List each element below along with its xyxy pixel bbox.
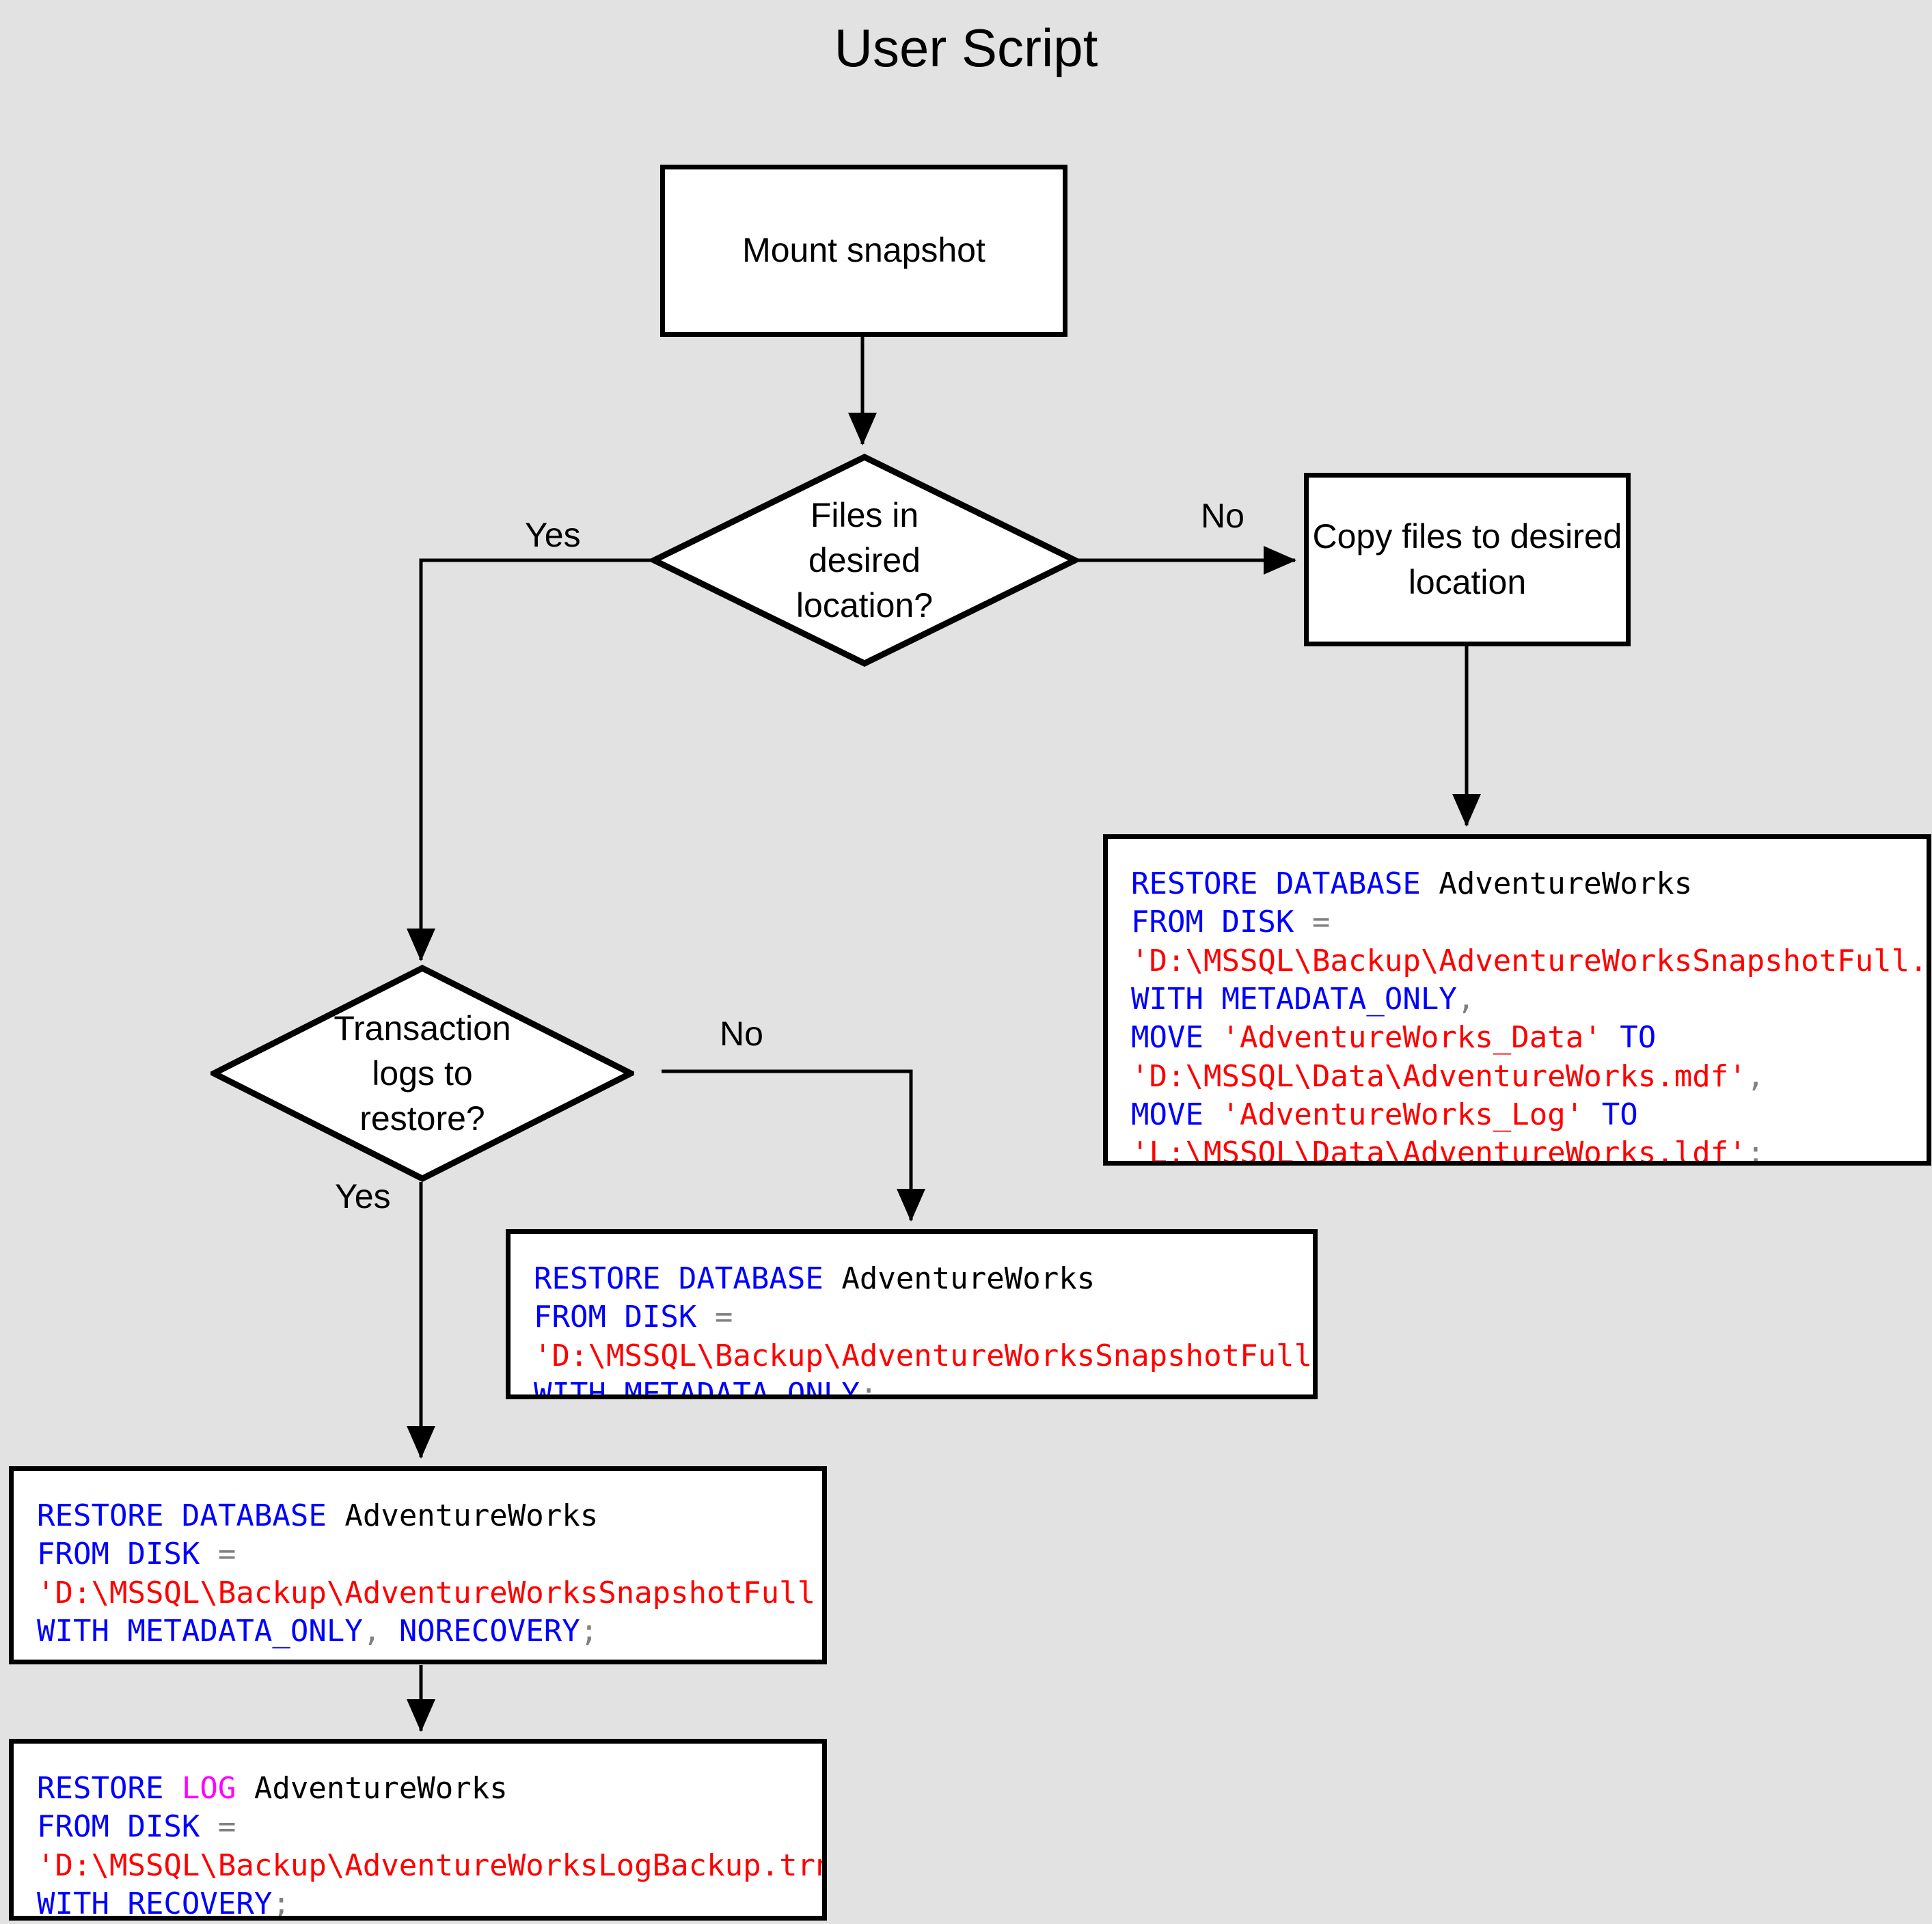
node-copy-files[interactable]: Copy files to desired location	[1304, 473, 1631, 646]
code-token: =	[714, 1300, 733, 1335]
page-title: User Script	[834, 18, 1098, 78]
node-files-in-location[interactable]: Files in desired location?	[651, 454, 1078, 667]
edge-files-yes	[406, 558, 651, 962]
edge-label-logs-yes: Yes	[335, 1177, 391, 1215]
code-line: RESTORE DATABASE AdventureWorks	[37, 1497, 822, 1535]
code-line: WITH RECOVERY;	[37, 1885, 822, 1921]
code-token: RESTORE	[37, 1771, 182, 1806]
code-token: FROM DISK	[37, 1809, 218, 1845]
code-line: 'D:\MSSQL\Backup\AdventureWorksSnapshotF…	[534, 1337, 1313, 1375]
code-token: RESTORE DATABASE	[1131, 866, 1439, 901]
code-token: 'D:\MSSQL\Backup\AdventureWorksLogBackup…	[37, 1847, 827, 1883]
edge-label-files-no: No	[1201, 497, 1244, 535]
code-token: ;	[580, 1613, 599, 1649]
code-line: 'D:\MSSQL\Backup\AdventureWorksLogBackup…	[37, 1847, 822, 1885]
code-line: FROM DISK =	[37, 1808, 822, 1846]
node-files-in-location-label: Files in desired location?	[795, 496, 934, 624]
code-line: 'D:\MSSQL\Backup\AdventureWorksSnapshotF…	[1131, 942, 1927, 980]
node-mount-snapshot[interactable]: Mount snapshot	[660, 165, 1067, 337]
code-line: 'D:\MSSQL\Backup\AdventureWorksSnapshotF…	[37, 1574, 822, 1612]
code-line: WITH METADATA_ONLY;	[534, 1375, 1313, 1399]
edge-label-files-yes: Yes	[525, 516, 581, 554]
node-mount-snapshot-label: Mount snapshot	[742, 231, 985, 270]
code-token: =	[217, 1809, 236, 1845]
code-token: ;	[272, 1886, 290, 1921]
decision-shape	[210, 965, 634, 1182]
code-token: TO	[1583, 1097, 1638, 1132]
code-token: FROM DISK	[37, 1537, 218, 1572]
code-token: ;	[1746, 1136, 1765, 1166]
code-token: NORECOVERY	[381, 1613, 580, 1649]
code-line: WITH METADATA_ONLY, NORECOVERY;	[37, 1612, 822, 1651]
code-token: 'AdventureWorks_Data'	[1221, 1020, 1602, 1056]
code-token: 'D:\MSSQL\Backup\AdventureWorksSnapshotF…	[37, 1575, 827, 1610]
code-token: RESTORE DATABASE	[37, 1498, 345, 1533]
code-line: RESTORE DATABASE AdventureWorks	[534, 1260, 1313, 1298]
code-token: AdventureWorks	[1439, 866, 1693, 901]
code-line: FROM DISK =	[534, 1298, 1313, 1336]
code-token: 'L:\MSSQL\Data\AdventureWorks.ldf'	[1131, 1136, 1747, 1166]
code-token: 'AdventureWorks_Log'	[1221, 1097, 1584, 1132]
code-token: =	[1311, 905, 1331, 940]
code-token: 'D:\MSSQL\Backup\AdventureWorksSnapshotF…	[534, 1338, 1318, 1373]
code-line: MOVE 'AdventureWorks_Data' TO	[1131, 1019, 1927, 1057]
code-line: MOVE 'AdventureWorks_Log' TO	[1131, 1096, 1927, 1134]
decision-shape	[651, 454, 1078, 667]
node-transaction-logs[interactable]: Transaction logs to restore?	[210, 965, 634, 1182]
code-line: RESTORE DATABASE AdventureWorks	[1131, 865, 1927, 903]
code-token: LOG	[181, 1771, 236, 1806]
code-line: RESTORE LOG AdventureWorks	[37, 1770, 822, 1808]
code-line: WITH METADATA_ONLY,	[1131, 980, 1927, 1019]
code-token: WITH RECOVERY	[37, 1886, 273, 1921]
code-token: =	[217, 1537, 236, 1572]
code-token: AdventureWorks	[236, 1771, 508, 1806]
code-token: ,	[1746, 1058, 1765, 1094]
code-token: WITH METADATA_ONLY	[1131, 981, 1457, 1017]
code-token: TO	[1601, 1020, 1657, 1056]
code-line: FROM DISK =	[37, 1535, 822, 1573]
code-token: FROM DISK	[1131, 905, 1312, 940]
code-token: ,	[1456, 981, 1475, 1017]
code-token: MOVE	[1131, 1020, 1222, 1056]
code-token: AdventureWorks	[841, 1261, 1096, 1296]
code-token: FROM DISK	[534, 1300, 715, 1335]
code-token: ;	[859, 1376, 878, 1399]
code-line: FROM DISK =	[1131, 903, 1927, 942]
edge-logs-no	[662, 1069, 925, 1222]
code-token: RESTORE DATABASE	[534, 1261, 842, 1296]
code-line: 'L:\MSSQL\Data\AdventureWorks.ldf';	[1131, 1134, 1927, 1166]
code-token: WITH METADATA_ONLY	[37, 1613, 363, 1649]
code-line: 'D:\MSSQL\Data\AdventureWorks.mdf',	[1131, 1058, 1927, 1096]
node-transaction-logs-label: Transaction logs to restore?	[334, 1009, 511, 1138]
node-copy-files-label: Copy files to desired location	[1312, 517, 1622, 602]
code-token: WITH METADATA_ONLY	[534, 1376, 860, 1399]
code-token: AdventureWorks	[344, 1498, 599, 1533]
code-token: 'D:\MSSQL\Data\AdventureWorks.mdf'	[1131, 1058, 1747, 1094]
code-token: ,	[362, 1613, 381, 1649]
code-token: MOVE	[1131, 1097, 1222, 1132]
code-token: 'D:\MSSQL\Backup\AdventureWorksSnapshotF…	[1131, 943, 1931, 978]
edge-label-logs-no: No	[720, 1015, 763, 1053]
